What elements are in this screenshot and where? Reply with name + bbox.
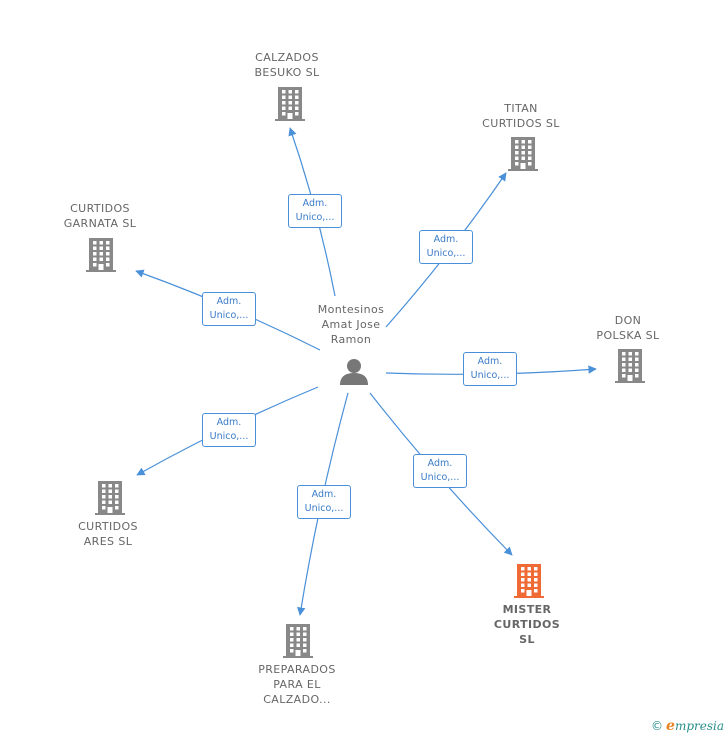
role-label-don-polska[interactable]: Adm. Unico,... [463, 352, 517, 386]
role-label-preparados-calzado[interactable]: Adm. Unico,... [297, 485, 351, 519]
person-name-label[interactable]: Montesinos Amat Jose Ramon [317, 303, 385, 346]
company-name-calzados-besuko[interactable]: CALZADOS BESUKO SL [254, 51, 320, 79]
building-icon [508, 137, 538, 171]
building-icon [95, 481, 125, 515]
person-icon [340, 359, 368, 385]
brand-logo-text: mpresia [674, 719, 724, 733]
building-icon [283, 624, 313, 658]
company-name-curtidos-ares[interactable]: CURTIDOS ARES SL [78, 520, 138, 548]
building-icon [275, 87, 305, 121]
role-label-curtidos-ares[interactable]: Adm. Unico,... [202, 413, 256, 447]
role-label-titan-curtidos[interactable]: Adm. Unico,... [419, 230, 473, 264]
company-name-preparados-calzado[interactable]: PREPARADOS PARA EL CALZADO... [258, 663, 336, 706]
building-icon [514, 564, 544, 598]
copyright-icon: © [651, 719, 664, 733]
company-name-mister-curtidos[interactable]: MISTER CURTIDOS SL [493, 603, 561, 646]
brand-logo-initial: e [666, 718, 675, 734]
role-label-mister-curtidos[interactable]: Adm. Unico,... [413, 454, 467, 488]
company-name-titan-curtidos[interactable]: TITAN CURTIDOS SL [482, 102, 560, 130]
footer-brand[interactable]: ©empresia [651, 718, 724, 734]
building-icon [615, 349, 645, 383]
company-name-curtidos-garnata[interactable]: CURTIDOS GARNATA SL [63, 202, 137, 230]
building-icon [86, 238, 116, 272]
role-label-calzados-besuko[interactable]: Adm. Unico,... [288, 194, 342, 228]
role-label-curtidos-garnata[interactable]: Adm. Unico,... [202, 292, 256, 326]
company-name-don-polska[interactable]: DON POLSKA SL [596, 314, 660, 342]
